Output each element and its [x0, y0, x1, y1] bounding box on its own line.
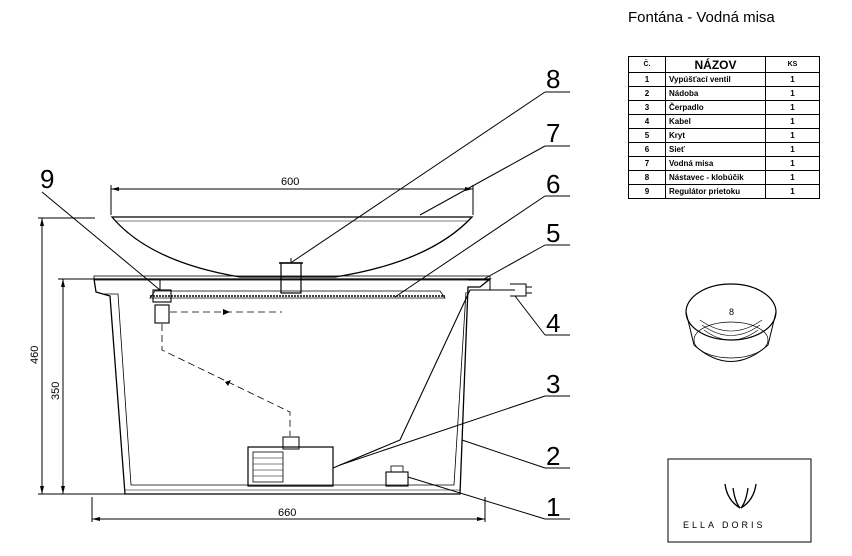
callout-4: 4	[546, 308, 560, 338]
row-qty: 1	[765, 100, 820, 115]
drawing-title: Fontána - Vodná misa	[628, 9, 775, 26]
dimension-lines	[38, 185, 486, 522]
callout-9: 9	[40, 164, 54, 194]
row-name: Kabel	[665, 114, 766, 129]
row-name: Sieť	[665, 142, 766, 157]
callout-2: 2	[546, 441, 560, 471]
detail-label: 8	[729, 307, 734, 317]
header-no: Č.	[628, 56, 666, 73]
row-no: 3	[628, 100, 666, 115]
container-body	[93, 278, 492, 495]
row-name: Čerpadlo	[665, 100, 766, 115]
drain-valve	[385, 465, 409, 487]
row-name: Nádoba	[665, 86, 766, 101]
row-name: Nástavec - klobúčik	[665, 170, 766, 185]
callout-1: 1	[546, 492, 560, 522]
callout-8: 8	[546, 64, 560, 94]
row-qty: 1	[765, 72, 820, 87]
row-no: 2	[628, 86, 666, 101]
callout-7: 7	[546, 118, 560, 148]
logo-text: ELLA DORIS	[683, 520, 766, 530]
header-name: NÁZOV	[665, 56, 766, 73]
dim-660: 660	[278, 507, 296, 519]
row-name: Regulátor prietoku	[665, 184, 766, 199]
row-no: 9	[628, 184, 666, 199]
net	[149, 290, 446, 299]
row-qty: 1	[765, 114, 820, 129]
row-qty: 1	[765, 142, 820, 157]
table-header-row: Č. NÁZOV KS	[628, 56, 820, 73]
row-no: 4	[628, 114, 666, 129]
tulip-logo-icon	[724, 483, 757, 509]
row-qty: 1	[765, 184, 820, 199]
callout-5: 5	[546, 218, 560, 248]
header-qty: KS	[765, 56, 820, 73]
row-no: 8	[628, 170, 666, 185]
row-name: Kryt	[665, 128, 766, 143]
row-qty: 1	[765, 156, 820, 171]
row-qty: 1	[765, 86, 820, 101]
cable	[332, 289, 515, 469]
nozzle-cap	[280, 262, 302, 294]
tubing	[161, 311, 291, 436]
pump	[247, 436, 334, 487]
row-name: Vypúšťací ventil	[665, 72, 766, 87]
row-no: 5	[628, 128, 666, 143]
row-no: 7	[628, 156, 666, 171]
row-qty: 1	[765, 170, 820, 185]
row-no: 6	[628, 142, 666, 157]
callout-6: 6	[546, 169, 560, 199]
dim-460: 460	[29, 346, 41, 364]
water-bowl	[110, 216, 474, 278]
dim-350: 350	[50, 382, 62, 400]
dim-600: 600	[281, 176, 299, 188]
leader-lines	[41, 91, 570, 520]
row-qty: 1	[765, 128, 820, 143]
row-name: Vodná misa	[665, 156, 766, 171]
row-no: 1	[628, 72, 666, 87]
callout-3: 3	[546, 369, 560, 399]
flow-regulator	[152, 280, 172, 324]
logo-box	[667, 458, 812, 543]
nozzle-cap-detail	[685, 283, 777, 362]
